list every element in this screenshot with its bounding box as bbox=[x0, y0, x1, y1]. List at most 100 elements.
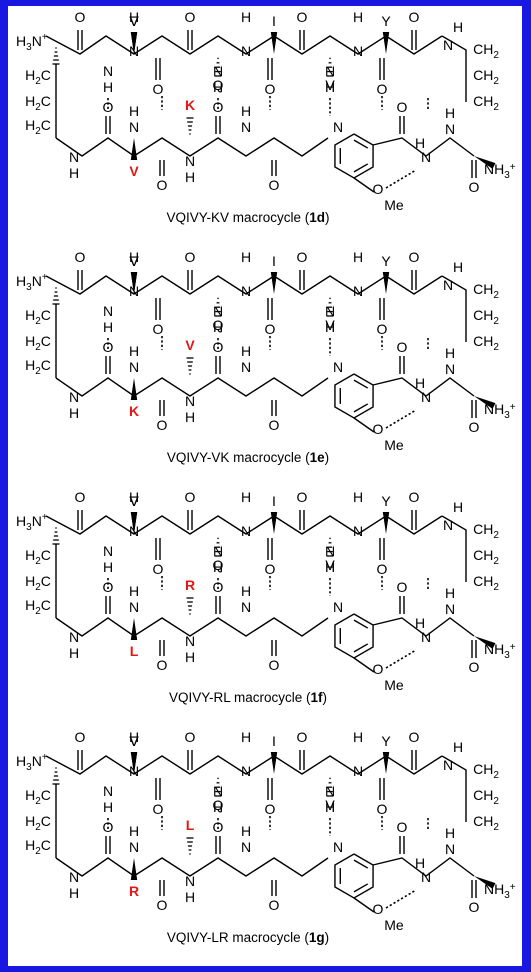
ch2-sub: 2 bbox=[493, 316, 499, 327]
oxygen-label: O bbox=[75, 729, 86, 745]
nitrogen-label: N bbox=[103, 783, 113, 799]
ch2-sub: 2 bbox=[35, 606, 41, 617]
top-residue-label: Q bbox=[213, 557, 224, 573]
ch2-ch: CH bbox=[473, 761, 493, 777]
oxygen-label: O bbox=[269, 177, 280, 193]
ch2-label: CH2 bbox=[473, 281, 499, 301]
nitrogen-label: N bbox=[241, 359, 251, 375]
ch2-label: CH2 bbox=[473, 573, 499, 593]
caption-open: ( bbox=[301, 210, 310, 225]
stereo-hash bbox=[326, 777, 334, 797]
stereo-wedge bbox=[474, 396, 496, 409]
ch2-label: H2C bbox=[25, 787, 51, 807]
nh3-terminus: NH3+ bbox=[484, 401, 516, 421]
stereo-wedge bbox=[270, 272, 278, 294]
hydrogen-label: H bbox=[129, 729, 139, 745]
stereo-hash bbox=[186, 357, 194, 375]
ch2-sub: 2 bbox=[493, 50, 499, 61]
ch2-h: H bbox=[25, 837, 35, 853]
caption-name: VQIVY-RL macrocycle bbox=[169, 690, 302, 705]
nitrogen-label: N bbox=[353, 523, 363, 539]
h3n-n: N bbox=[32, 753, 42, 769]
ch2-sub: 2 bbox=[35, 822, 41, 833]
hydrogen-label: H bbox=[129, 343, 139, 359]
ch2-label: H2C bbox=[25, 547, 51, 567]
hydrogen-label: H bbox=[129, 103, 139, 119]
hydrogen-label: H bbox=[129, 823, 139, 839]
stereo-wedge bbox=[130, 378, 138, 400]
h3n-plus: + bbox=[42, 32, 48, 43]
hydrogen-label: H bbox=[415, 615, 425, 631]
macrocycle-caption: VQIVY-VK macrocycle (1e) bbox=[167, 450, 329, 465]
h3n-n: N bbox=[32, 513, 42, 529]
stereo-wedge bbox=[130, 618, 138, 640]
nitrogen-label: N bbox=[129, 119, 139, 135]
bottom-lower-residue: K bbox=[129, 403, 139, 419]
top-residue-label: Y bbox=[381, 733, 391, 749]
nitrogen-label: N bbox=[445, 841, 455, 857]
oxygen-label: O bbox=[157, 417, 168, 433]
hydrogen-label: H bbox=[241, 249, 251, 265]
nitrogen-label: N bbox=[443, 277, 453, 293]
nitrogen-label: N bbox=[443, 517, 453, 533]
ch2-sub: 2 bbox=[493, 556, 499, 567]
stereo-wedge bbox=[130, 138, 138, 160]
stereo-wedge bbox=[474, 636, 496, 649]
caption-open: ( bbox=[301, 450, 310, 465]
nitrogen-label: N bbox=[445, 121, 455, 137]
oxygen-label: O bbox=[265, 561, 276, 577]
top-residue-label: Y bbox=[381, 493, 391, 509]
ch2-label: CH2 bbox=[473, 787, 499, 807]
nitrogen-label: N bbox=[241, 119, 251, 135]
top-residue-label: V bbox=[129, 733, 139, 749]
bond-line bbox=[353, 657, 375, 673]
macrocycle-figure: OOOOOOONHNHNHNHNHNHVVQIVYH3N+H2CH2CH2CCH… bbox=[16, 9, 516, 945]
bottom-backbone bbox=[55, 857, 329, 877]
h3n-h: H bbox=[16, 513, 26, 529]
h3n-n: N bbox=[32, 33, 42, 49]
caption-name: VQIVY-LR macrocycle bbox=[167, 930, 301, 945]
ch2-sub: 2 bbox=[35, 342, 41, 353]
ch2-sub: 2 bbox=[35, 316, 41, 327]
stereo-wedge bbox=[382, 752, 390, 774]
hydrogen-label: H bbox=[353, 729, 363, 745]
hydrogen-label: H bbox=[453, 259, 463, 275]
hydrogen-label: H bbox=[69, 885, 79, 901]
ch2-ch: CH bbox=[473, 813, 493, 829]
stereo-wedge bbox=[130, 752, 138, 774]
nitrogen-label: N bbox=[129, 839, 139, 855]
oxygen-label: O bbox=[297, 9, 308, 25]
oxygen-label: O bbox=[397, 579, 408, 595]
hydrogen-label: H bbox=[103, 319, 113, 335]
hydrogen-bond bbox=[385, 649, 417, 669]
hydrogen-label: H bbox=[325, 799, 335, 815]
hydrogen-label: H bbox=[353, 489, 363, 505]
caption-name: VQIVY-KV macrocycle bbox=[166, 210, 301, 225]
hydrogen-label: H bbox=[453, 19, 463, 35]
caption-compound: 1f bbox=[311, 690, 324, 705]
ch2-h: H bbox=[25, 67, 35, 83]
hydrogen-label: H bbox=[325, 319, 335, 335]
ch2-ch: CH bbox=[473, 787, 493, 803]
hydrazide-chain bbox=[372, 617, 475, 637]
ch2-label: CH2 bbox=[473, 333, 499, 353]
nitrogen-label: N bbox=[241, 599, 251, 615]
h3n-sub: 3 bbox=[26, 282, 32, 293]
ch2-c: C bbox=[41, 357, 51, 373]
hydrogen-label: H bbox=[241, 9, 251, 25]
oxygen-label: O bbox=[297, 489, 308, 505]
nitrogen-label: N bbox=[185, 633, 195, 649]
ch2-sub: 2 bbox=[35, 366, 41, 377]
ch2-label: CH2 bbox=[473, 67, 499, 87]
nitrogen-label: N bbox=[241, 283, 251, 299]
hydrogen-label: H bbox=[415, 375, 425, 391]
hydrogen-label: H bbox=[325, 79, 335, 95]
nitrogen-label: N bbox=[333, 839, 343, 855]
bond-line bbox=[353, 643, 369, 653]
nitrogen-label: N bbox=[241, 763, 251, 779]
oxygen-label: O bbox=[153, 801, 164, 817]
macrocycle-caption: VQIVY-KV macrocycle (1d) bbox=[166, 210, 329, 225]
nitrogen-label: N bbox=[129, 359, 139, 375]
oxygen-label: O bbox=[409, 9, 420, 25]
methoxy-label: Me bbox=[384, 917, 404, 933]
